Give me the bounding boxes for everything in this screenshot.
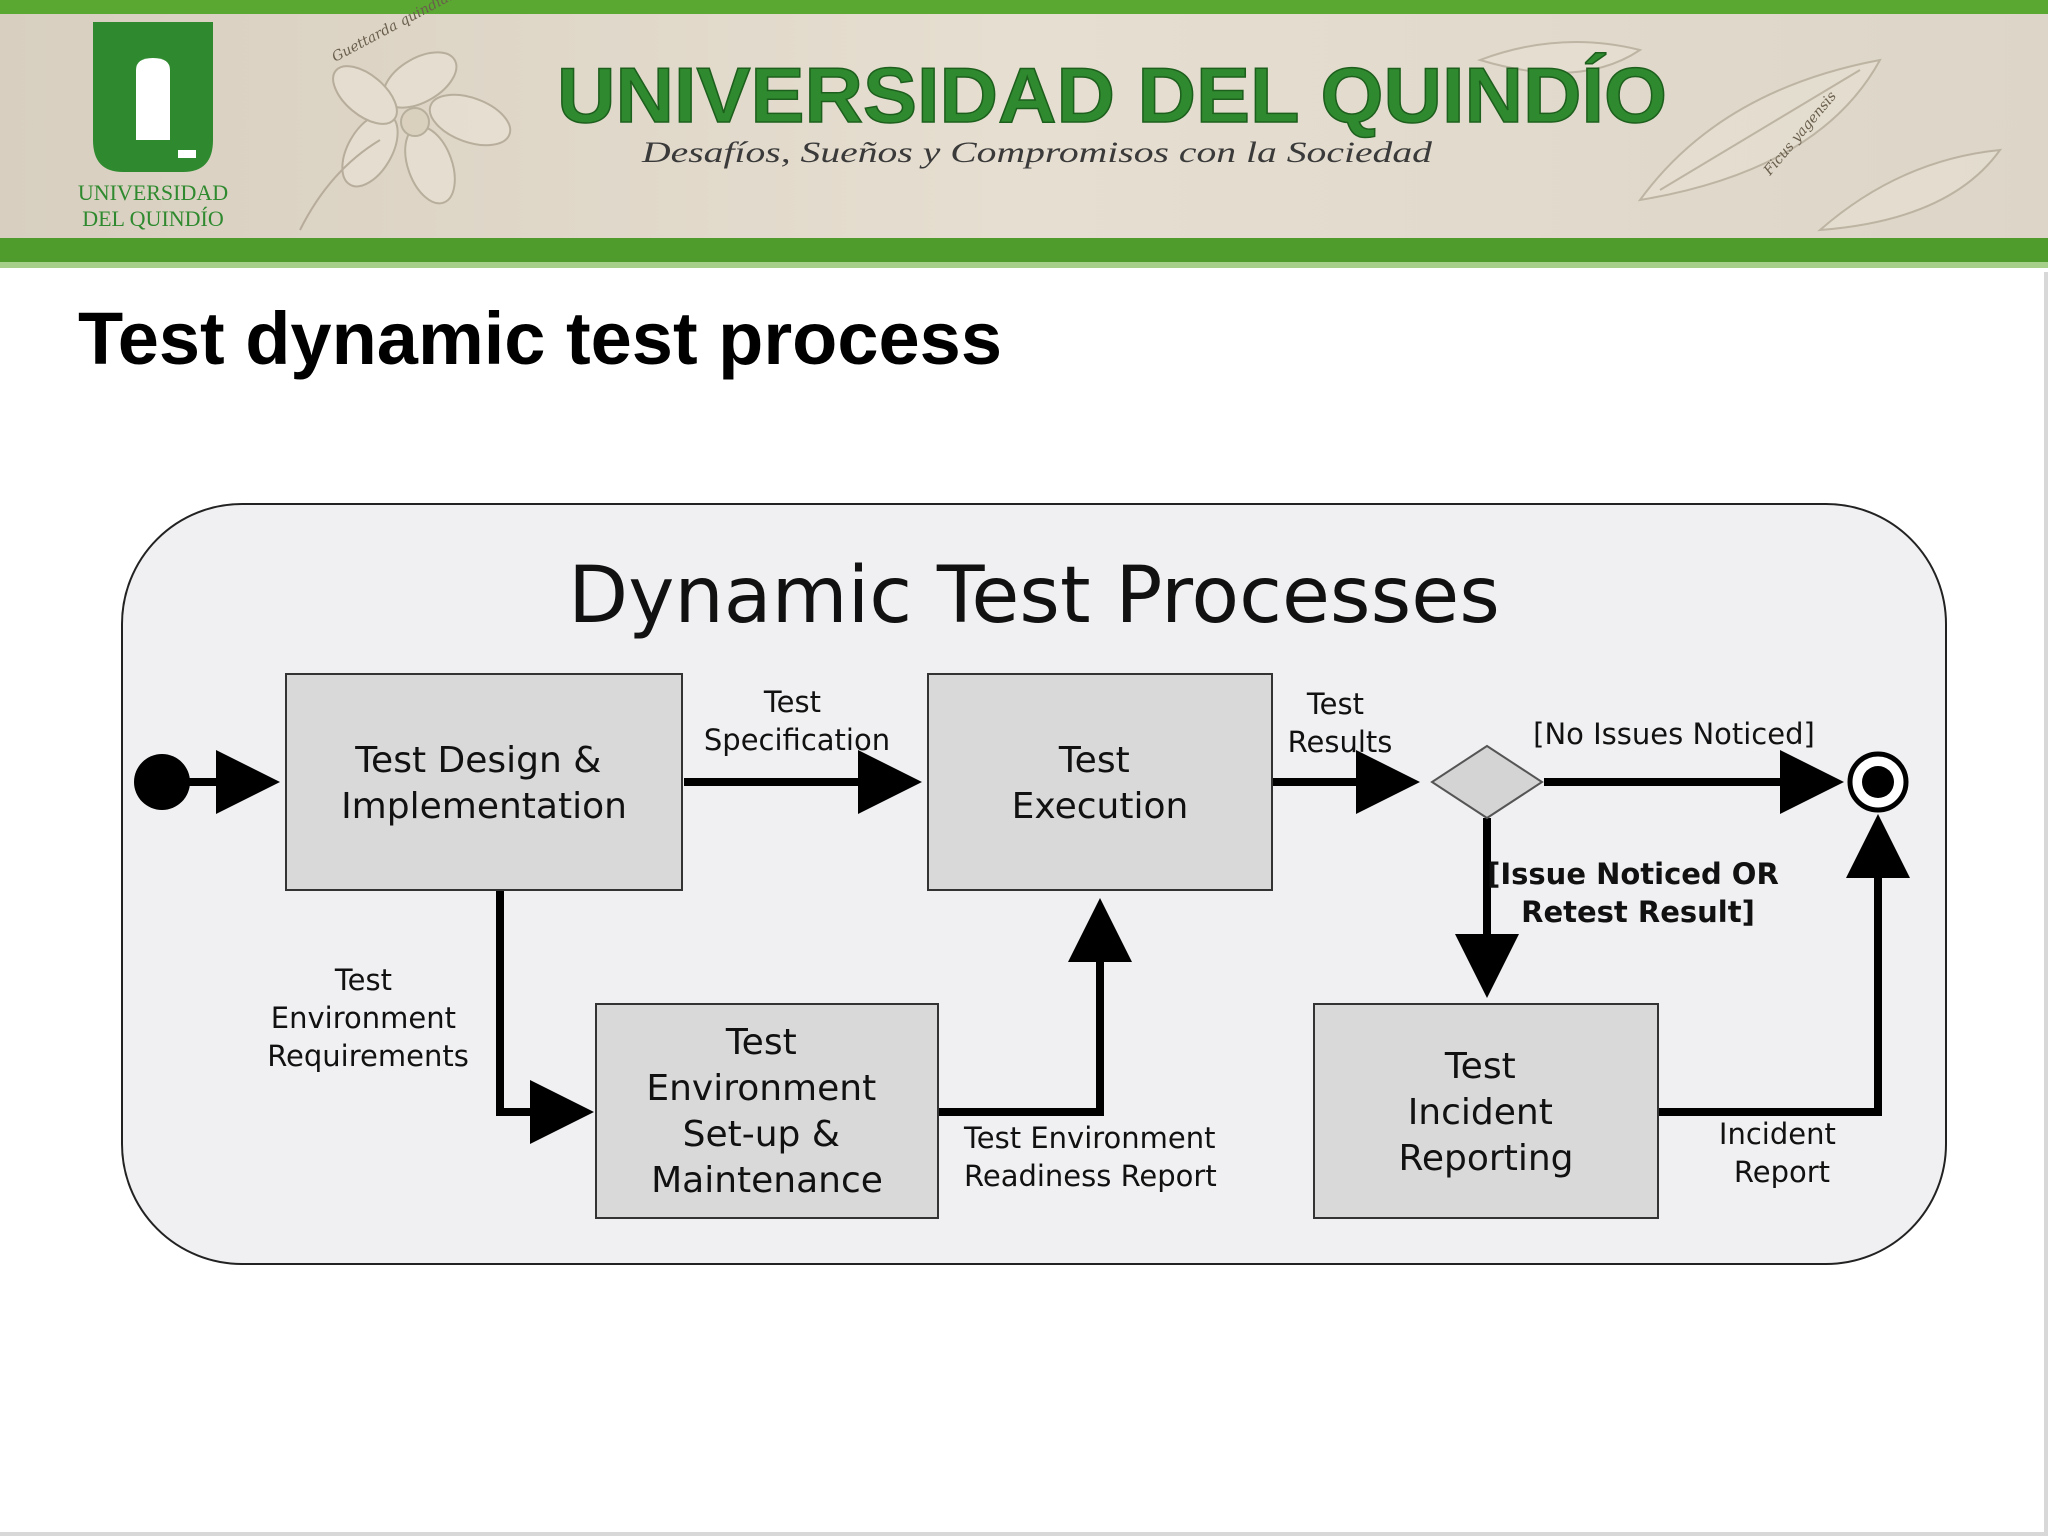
slide-title: Test dynamic test process (78, 297, 1002, 380)
box-test-incident: Test Incident Reporting (1313, 1003, 1659, 1219)
box-execution-line2: Execution (1012, 786, 1189, 827)
diagram-title: Dynamic Test Processes (568, 551, 1500, 641)
header-bottom-bar (0, 238, 2048, 266)
end-node (1847, 751, 1909, 813)
box-incident-line1: Test (1444, 1046, 1516, 1087)
label-no-issues: [No Issues Noticed] (1533, 717, 1815, 751)
box-design-line2: Implementation (341, 786, 627, 827)
box-design-line1: Test Design & (354, 740, 601, 781)
label-env-requirements: Test Environment Requirements (267, 963, 469, 1073)
logo-text-line2: DEL QUINDÍO (82, 206, 224, 231)
box-environment-line3: Set-up & (683, 1114, 840, 1155)
label-readiness-report: Test Environment Readiness Report (963, 1121, 1225, 1193)
arrow-incident-to-end (1658, 814, 1910, 1116)
label-issue-noticed: [Issue Noticed OR Retest Result] (1487, 857, 1789, 929)
box-incident-line3: Reporting (1398, 1138, 1573, 1179)
box-execution-line1: Test (1058, 740, 1130, 781)
start-node (134, 754, 190, 810)
box-environment-line4: Maintenance (651, 1160, 883, 1201)
connectors (166, 750, 1910, 1144)
header-top-bar (0, 0, 2048, 14)
label-incident-report: Incident Report (1719, 1117, 1845, 1189)
label-test-specification: Test Specification (704, 685, 890, 757)
decision-diamond (1430, 744, 1544, 820)
header-banner: Guettarda quindiana Ficus yagensis UNIVE… (0, 0, 2048, 272)
box-test-design: Test Design & Implementation (285, 673, 683, 891)
svg-text:Test Environment S: Test Environment Set-up & Maintenance (646, 1022, 887, 1201)
flower-decoration (299, 51, 512, 231)
university-tagline: Desafíos, Sueños y Compromisos con la So… (641, 136, 1434, 169)
svg-text:Test Execution: Test Execution (1012, 740, 1189, 827)
logo-text-line1: UNIVERSIDAD (78, 180, 228, 205)
box-test-environment: Test Environment Set-up & Maintenance (595, 1003, 939, 1219)
box-incident-line2: Incident (1408, 1092, 1553, 1133)
university-name: UNIVERSIDAD DEL QUINDÍO (557, 51, 1667, 139)
box-test-execution: Test Execution (927, 673, 1273, 891)
leaf-decoration (1476, 41, 2003, 232)
arrow-environment-to-execution (938, 898, 1132, 1116)
box-environment-line1: Test (725, 1022, 797, 1063)
svg-text:Test Design & Implementa: Test Design & Implementation (341, 740, 627, 827)
slide-edge (2044, 272, 2048, 1536)
svg-text:Test Incident Repo: Test Incident Reporting (1398, 1046, 1573, 1179)
label-test-results: Test Results (1288, 687, 1393, 759)
box-environment-line2: Environment (646, 1068, 876, 1109)
header-background (0, 14, 2048, 238)
slide-bottom-edge (0, 1532, 2048, 1536)
arrow-design-to-environment (496, 890, 594, 1144)
university-logo: UNIVERSIDAD DEL QUINDÍO (78, 22, 228, 231)
